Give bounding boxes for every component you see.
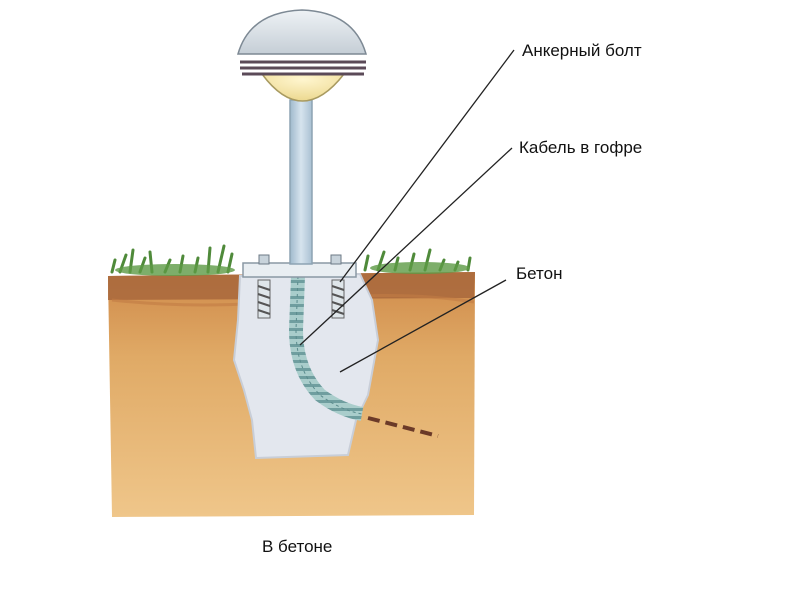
leader-lines [299, 49, 515, 373]
grass-tufts [115, 262, 470, 276]
anchor-bolt-left [257, 279, 271, 319]
cable-continuation [367, 416, 439, 438]
leader-anchor-bolt [339, 49, 515, 283]
base-plate [242, 262, 357, 278]
bolt-nut-right [330, 254, 342, 265]
label-cable-in-conduit: Кабель в гофре [519, 138, 643, 157]
lamp-pole [289, 99, 313, 265]
leader-cable [299, 147, 513, 346]
anchor-bolt-right [331, 279, 345, 319]
label-anchor-bolt: Анкерный болт [522, 41, 642, 60]
diagram-caption: В бетоне [262, 537, 333, 556]
label-concrete: Бетон [516, 264, 563, 283]
corrugated-cable-outline [295, 275, 363, 415]
lamp-head [237, 9, 367, 102]
bolt-nut-left [258, 254, 270, 265]
leader-concrete [339, 279, 507, 373]
